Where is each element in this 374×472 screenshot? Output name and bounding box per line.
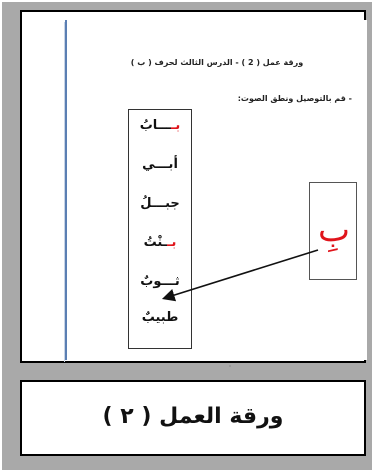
target-letter-box: بِ bbox=[309, 182, 357, 280]
connector-arrow bbox=[161, 249, 319, 302]
word-item: طبيبٌ bbox=[129, 310, 191, 325]
worksheet-title: ورقة عمل ( 2 ) - الدرس الثالث لحرف ( ب ) bbox=[130, 58, 304, 67]
target-letter: بِ bbox=[317, 210, 350, 250]
word-rest: جبـــلُ bbox=[140, 196, 180, 211]
page-edge bbox=[64, 22, 65, 362]
words-list-box: بــــابُ أبـــي جبـــلُ بــنْتُ ثـــوبٌ … bbox=[128, 109, 192, 349]
word-item: بــنْتُ bbox=[129, 235, 191, 250]
worksheet-instruction: - قم بالتوصيل ونطق الصوت: bbox=[237, 94, 352, 103]
document-page bbox=[65, 20, 367, 360]
word-rest: ثـــوبٌ bbox=[140, 274, 180, 289]
document-preview-card[interactable]: ورقة عمل ( 2 ) - الدرس الثالث لحرف ( ب )… bbox=[20, 10, 367, 367]
word-item: أبـــي bbox=[129, 157, 191, 172]
word-item: بــــابُ bbox=[129, 118, 191, 133]
word-red-part: بـ bbox=[167, 235, 177, 250]
word-red-part: بـ bbox=[170, 118, 181, 133]
word-rest: ـــابُ bbox=[139, 118, 171, 133]
caption-card[interactable]: ورقة العمل ( ٢ ) bbox=[20, 380, 366, 456]
word-rest: أبـــي bbox=[142, 157, 178, 172]
word-item: جبـــلُ bbox=[129, 196, 191, 211]
word-rest: طبيبٌ bbox=[141, 310, 179, 325]
word-rest: ـنْتُ bbox=[143, 235, 168, 250]
worksheet-caption: ورقة العمل ( ٢ ) bbox=[102, 404, 284, 429]
page-marker bbox=[229, 365, 231, 367]
word-item: ثـــوبٌ bbox=[129, 274, 191, 289]
